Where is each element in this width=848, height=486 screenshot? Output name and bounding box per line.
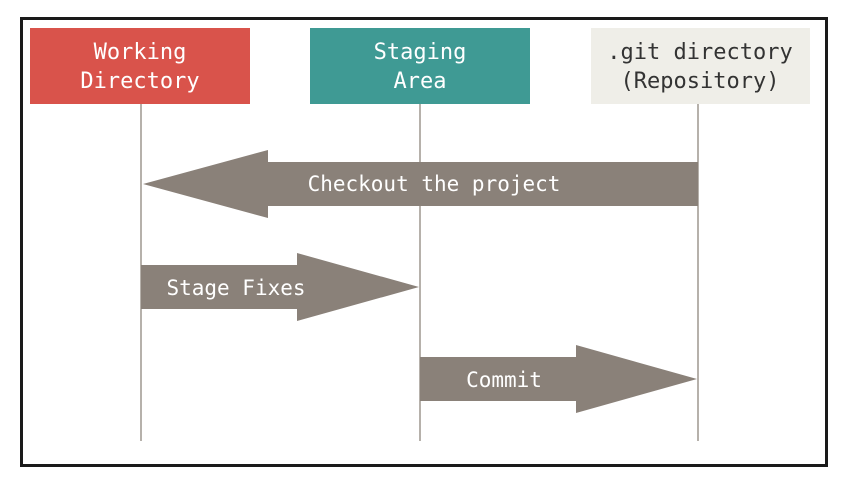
- arrow-checkout: [143, 150, 698, 218]
- arrow-stage-fixes-label: Stage Fixes: [166, 276, 305, 300]
- arrow-commit-label: Commit: [466, 368, 542, 392]
- header-staging-area: [310, 28, 530, 104]
- header-repo-line2: (Repository): [621, 69, 780, 94]
- header-working-line2: Directory: [80, 69, 199, 94]
- arrow-stage-fixes: [141, 253, 419, 321]
- arrow-commit: [420, 345, 697, 413]
- header-staging-line2: Area: [394, 69, 447, 94]
- header-working-directory: [30, 28, 250, 104]
- header-staging-line1: Staging: [374, 40, 467, 65]
- header-repo-line1: .git directory: [607, 40, 792, 65]
- header-repository: [591, 28, 810, 104]
- header-working-line1: Working: [94, 40, 187, 65]
- arrow-checkout-label: Checkout the project: [308, 172, 561, 196]
